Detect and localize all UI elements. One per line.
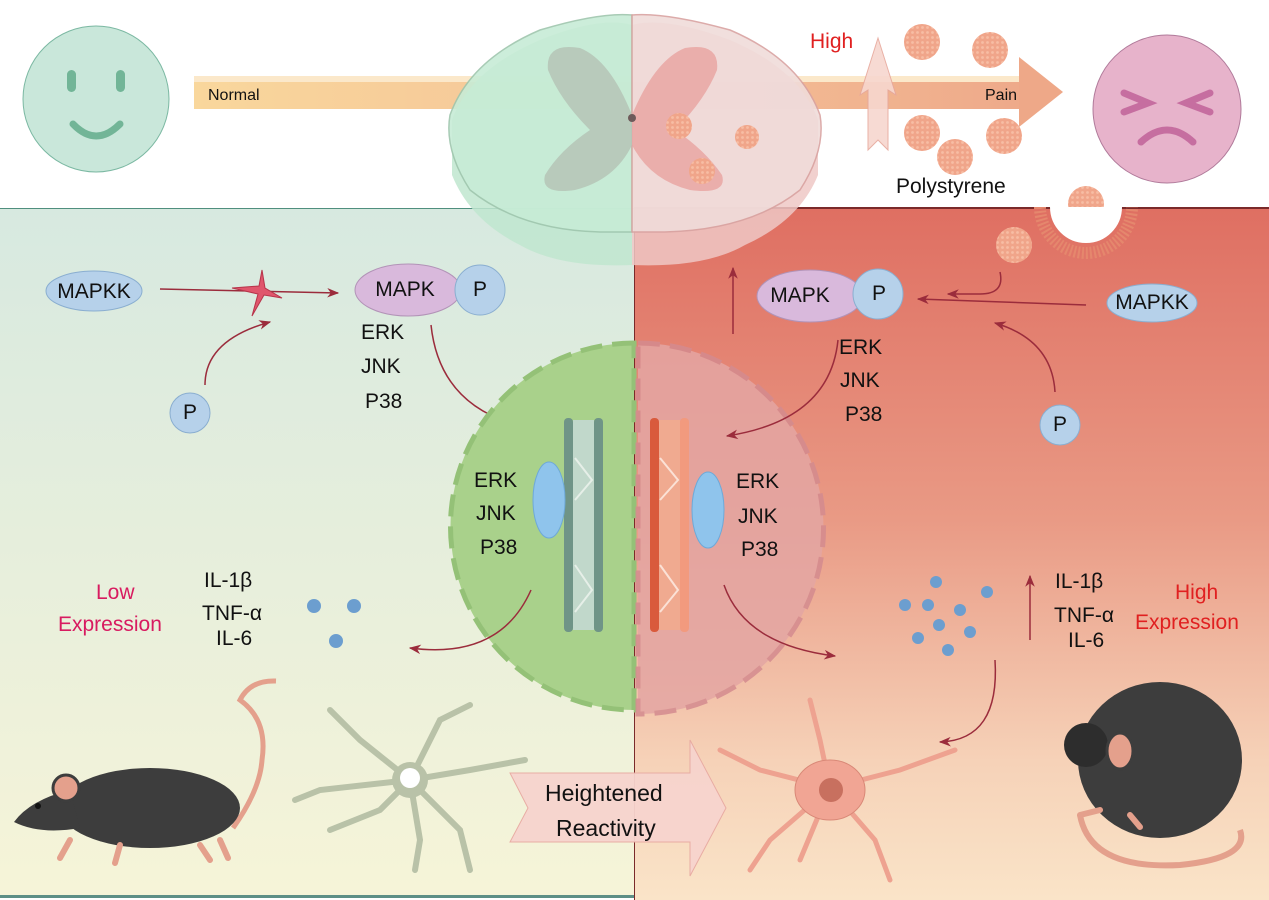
kinase-p38-right: P38 (845, 403, 883, 426)
endocytosis-vesicle-icon (1034, 206, 1138, 259)
mouse-normal-icon (14, 678, 277, 866)
polystyrene-particles (904, 24, 1104, 263)
low-expression-label: Expression (58, 613, 162, 636)
dna-ladder-right (650, 418, 689, 632)
kinase-erk-left: ERK (361, 321, 405, 344)
spinal-cord-icon (448, 13, 822, 266)
kinase-jnk-left: JNK (361, 355, 401, 378)
kinase-binding-protein-left (532, 461, 566, 539)
phosphate-right (1039, 404, 1081, 446)
phosphate-left (169, 392, 211, 434)
heightened-reactivity-arrow (509, 739, 727, 877)
phosphate-label-right: P (1052, 413, 1067, 436)
particle-arrow-right (946, 271, 1002, 299)
kinase-binding-protein-right (691, 471, 725, 549)
cytokine-tnfa-left: TNF-α (202, 602, 262, 625)
cytokine-tnfa-right: TNF-α (1054, 604, 1114, 627)
mapk-p-label-right: P (871, 282, 886, 305)
resting-microglia-icon (292, 702, 528, 873)
heightened-label: Heightened (545, 780, 663, 806)
reactivity-label: Reactivity (556, 815, 656, 841)
microglia-nucleus (400, 768, 420, 788)
cytokine-il6-left: IL-6 (216, 627, 253, 650)
high-label: High (810, 30, 854, 53)
high-label-expression: High (1175, 581, 1219, 604)
phosphate-label-left: P (182, 401, 197, 424)
cytokine-arrow-left (408, 589, 532, 655)
pain-label: Pain (985, 87, 1018, 104)
activation-arrow-right (916, 294, 1087, 306)
phospho-arrow-left (204, 320, 272, 386)
neuron-arrow-right (938, 659, 997, 747)
cytokine-il1b-right: IL-1β (1055, 570, 1104, 593)
high-expression-label: Expression (1135, 611, 1239, 634)
nuclear-p38-left: P38 (480, 536, 518, 559)
nuclear-erk-right: ERK (736, 470, 780, 493)
kinase-jnk-right: JNK (840, 369, 880, 392)
mapkk-label-right: MAPKK (1115, 291, 1189, 314)
mapkk-label-left: MAPKK (57, 280, 131, 303)
nuclear-erk-left: ERK (474, 469, 518, 492)
cytokine-il1b-left: IL-1β (204, 569, 253, 592)
nuclear-jnk-right: JNK (738, 505, 778, 528)
mapk-label-left: MAPK (375, 278, 435, 301)
increase-arrow-icon (859, 36, 897, 152)
mapkk-protein-left (45, 270, 143, 312)
cytokine-dots-left (307, 599, 361, 648)
low-label: Low (96, 581, 135, 604)
mapk-phosphate-left (454, 264, 506, 316)
translocation-arrow-right (725, 339, 839, 440)
smiley-face-icon (22, 25, 170, 173)
nuclear-jnk-left: JNK (476, 502, 516, 525)
cytokine-arrow-right (723, 584, 837, 660)
cytokine-dots-right (899, 576, 993, 656)
phospho-arrow-right (993, 321, 1056, 393)
mapk-phosphate-right (852, 268, 904, 320)
mapk-label-right: MAPK (770, 284, 830, 307)
nuclear-p38-right: P38 (741, 538, 779, 561)
neuron-nucleus (819, 778, 843, 802)
kinase-p38-left: P38 (365, 390, 403, 413)
dna-ladder-left (564, 418, 603, 632)
polystyrene-label: Polystyrene (896, 175, 1006, 198)
normal-label: Normal (208, 87, 260, 104)
mapk-p-label-left: P (472, 278, 487, 301)
kinase-erk-right: ERK (839, 336, 883, 359)
inhibition-star-icon (231, 269, 283, 317)
mouse-pain-icon (1064, 682, 1245, 869)
mapkk-protein-right (1106, 283, 1198, 323)
pained-face-icon (1092, 34, 1242, 184)
cytokine-il6-right: IL-6 (1068, 629, 1105, 652)
